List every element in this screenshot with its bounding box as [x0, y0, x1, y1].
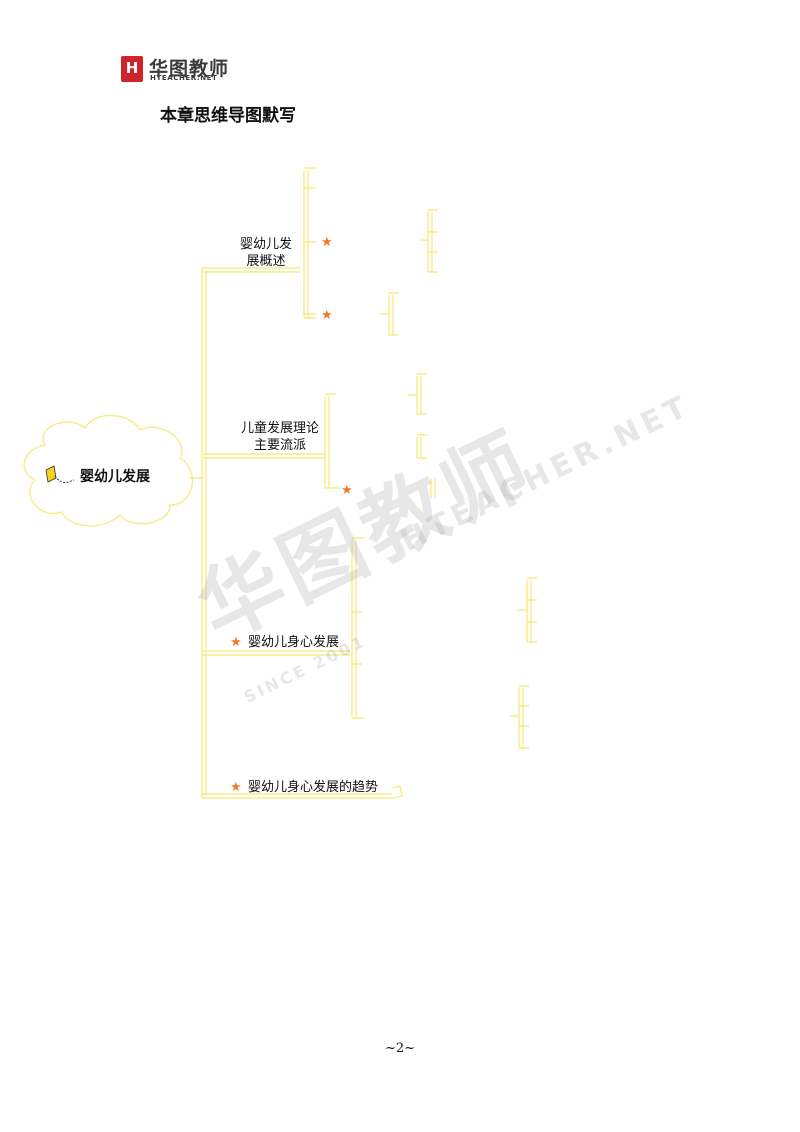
logo-mark-icon: H	[121, 56, 143, 82]
star-icon: ★	[341, 483, 353, 498]
branch-2-line1: 儿童发展理论	[241, 421, 320, 436]
branch-1-link	[202, 267, 300, 273]
branch-3-link	[202, 650, 350, 656]
page-title: 本章思维导图默写	[160, 106, 296, 126]
branch-1-label: 婴幼儿发 展概述	[240, 236, 292, 270]
branch-1-line2: 展概述	[246, 254, 286, 269]
branch-2-link	[202, 453, 325, 459]
page-number: ~2~	[384, 1041, 416, 1056]
mindmap-root: 婴幼儿发展	[80, 469, 150, 485]
star-icon: ★	[230, 635, 242, 650]
main-trunk	[190, 268, 203, 798]
star-icon: ★	[321, 308, 333, 323]
star-icon: ★	[321, 235, 333, 250]
branch-3-label: 婴幼儿身心发展	[248, 635, 340, 650]
brand-name: 华图教师	[149, 58, 230, 80]
brand-subtitle: HTEACHER.NET	[150, 74, 218, 82]
branch-2-label: 儿童发展理论 主要流派	[241, 420, 319, 454]
branch-4-link	[202, 793, 392, 799]
star-icon: ★	[230, 780, 242, 795]
branch-2-line2: 主要流派	[254, 438, 307, 453]
root-cloud	[23, 414, 194, 527]
pin-icon	[45, 465, 75, 483]
branch-1-line1: 婴幼儿发	[240, 237, 293, 252]
branch-4-label: 婴幼儿身心发展的趋势	[248, 780, 379, 795]
